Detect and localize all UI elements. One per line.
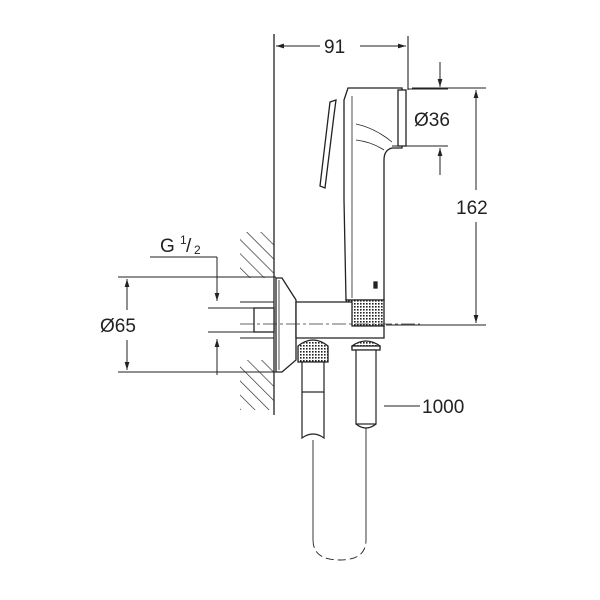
dimension-36: Ø36 [392,62,450,175]
thread-fraction-slash: / [186,236,192,257]
wall-section [240,34,275,415]
dimension-65: Ø65 [100,276,276,373]
dimension-1000-label: 1000 [422,397,464,418]
dimension-36-label: Ø36 [414,110,450,131]
wall-outlet-elbow [240,277,420,373]
dimension-162: 162 [386,87,488,326]
handshower [319,87,407,327]
thread-fraction-num: 1 [180,233,187,247]
thread-label: G [160,236,175,257]
dimension-thread: G 1 / 2 [150,233,254,375]
dimension-1000: 1000 [384,397,464,418]
dimension-65-label: Ø65 [100,316,136,337]
thread-fraction-den: 2 [194,243,201,257]
dimension-91-label: 91 [324,37,345,58]
dimension-162-label: 162 [456,198,488,219]
dimension-91: 91 [276,36,409,90]
hose [301,349,377,561]
